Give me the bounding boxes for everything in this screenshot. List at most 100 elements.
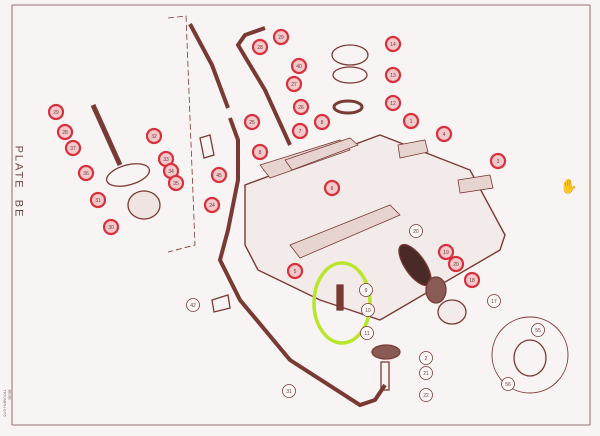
cap-14 [331,44,369,66]
tank-pad [289,204,401,259]
callout-marker [251,38,269,56]
highlight-ellipse [312,261,372,345]
callout-marker [489,152,507,170]
callout-marker [463,271,481,289]
callout-marker [447,255,465,273]
plate-border [11,4,591,426]
cap-inset [513,339,547,377]
callout-number: 28 [257,45,263,51]
callout-marker [435,125,453,143]
callout-marker [409,224,423,238]
callout-number: 24 [209,203,215,209]
callout-marker [145,127,163,145]
callout-marker [102,218,120,236]
callout-number: 29 [53,110,59,116]
callout-marker [531,323,545,337]
clip-31 [105,163,151,187]
drain-plug-9 [336,284,344,311]
callout-marker [47,103,65,121]
filter-30 [127,190,161,220]
callout-marker [384,66,402,84]
inset-circle [491,316,569,394]
callout-number: 19 [443,250,449,256]
callout-number: 17 [491,299,497,305]
callout-marker [402,112,420,130]
clip-42 [211,294,231,313]
callout-marker [323,179,341,197]
callout-number: 10 [365,308,371,314]
callout-marker [419,388,433,402]
callout-number: 26 [298,105,304,111]
plate-code: BE3B TRIUMPH GT6 [3,389,13,416]
callout-marker [251,143,269,161]
callout-number: 35 [173,181,179,187]
callout-number: 14 [390,42,396,48]
seal-12 [332,99,364,115]
callout-number: 11 [364,331,369,337]
callout-marker [291,122,309,140]
callout-marker [77,164,95,182]
callout-marker [487,294,501,308]
callout-number: 25 [249,120,255,126]
callout-number: 20 [453,262,459,268]
callout-marker [286,262,304,280]
callout-number: 42 [190,303,196,309]
tank-pad [284,137,359,171]
callout-number: 9 [365,288,368,294]
callout-marker [292,98,310,116]
pipe-25-upper [188,23,230,109]
callout-marker [282,384,296,398]
callout-number: 5 [294,269,297,275]
callout-marker [186,298,200,312]
grommet-18 [425,276,447,304]
pad-4 [397,139,429,159]
callout-marker [272,28,290,46]
callout-marker [210,166,228,184]
callout-number: 1 [410,119,413,125]
seal-2 [371,344,401,360]
callout-marker [419,351,433,365]
callout-marker [64,139,82,157]
callout-number: 33 [163,157,169,163]
plate-title: PLATE BE [12,145,25,219]
red-callouts: 2928402726257886141312143292837363233343… [47,28,507,289]
callout-number: 28 [62,130,68,136]
callout-marker [167,174,185,192]
callout-number: 31 [286,389,292,395]
callout-number: 55 [535,328,541,334]
callout-number: 6 [331,186,334,192]
pipe-36 [90,103,123,167]
callout-number: 4 [443,132,446,138]
callout-number: 34 [168,169,174,175]
callout-number: 36 [83,171,89,177]
callout-marker [419,366,433,380]
callout-marker [243,113,261,131]
callout-number: 8 [321,120,324,126]
callout-number: 30 [108,225,114,231]
callout-number: 37 [70,146,76,152]
callout-number: 13 [390,73,396,79]
callout-marker [313,113,331,131]
dashed-divider [167,15,196,253]
callout-number: 12 [390,101,396,107]
clip-45 [199,134,215,159]
union-21 [380,361,390,391]
callout-number: 40 [296,64,302,70]
callout-number: 21 [423,371,429,377]
pipe-25-lower [217,117,387,408]
callout-number: 18 [469,278,475,284]
callout-marker [56,123,74,141]
callout-marker [359,283,373,297]
callout-marker [501,377,515,391]
callout-marker [361,303,375,317]
plate-code-line2: TRIUMPH GT6 [2,389,8,417]
hand-grab-icon: ✋ [560,178,578,194]
callout-number: 29 [278,35,284,41]
callout-number: 27 [291,82,297,88]
callout-marker [384,35,402,53]
callout-marker [89,191,107,209]
cap-13 [332,66,368,84]
plate-code-line1: BE3B [7,389,13,400]
